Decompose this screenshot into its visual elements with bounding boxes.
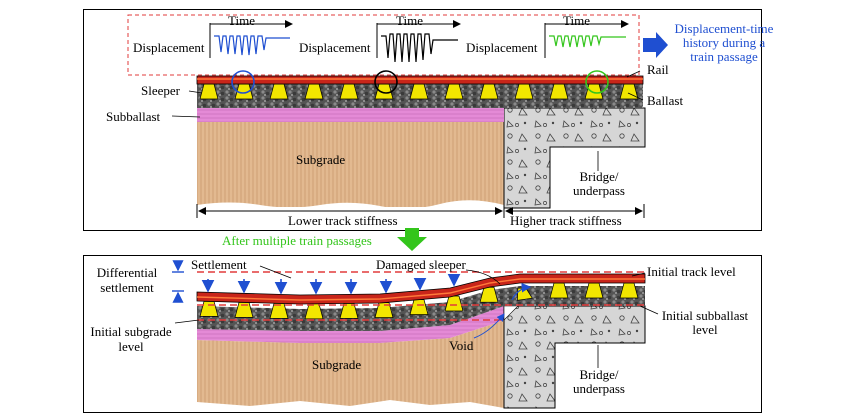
damaged-sleeper-arrow xyxy=(511,282,532,301)
void-label: Void xyxy=(449,338,474,353)
displacement-label-right: Displacement xyxy=(466,40,538,55)
higher-stiffness-label: Higher track stiffness xyxy=(510,213,622,228)
measurement-circle-black xyxy=(374,70,398,94)
sleeper xyxy=(409,299,429,316)
sleeper xyxy=(304,303,324,320)
sleeper xyxy=(199,301,219,317)
subballast-layer-top xyxy=(197,108,504,122)
time-label-right: Time xyxy=(563,13,590,28)
settlement-arrows xyxy=(201,273,461,295)
time-label-left: Time xyxy=(228,13,255,28)
subgrade-top xyxy=(197,122,504,207)
initial-track-level-label: Initial track level xyxy=(647,264,736,279)
differential-marks xyxy=(172,260,184,303)
displacement-label-left: Displacement xyxy=(133,40,205,55)
transition-label: After multiple train passages xyxy=(222,233,372,248)
rail-label: Rail xyxy=(647,62,669,77)
time-label-middle: Time xyxy=(396,13,423,28)
bridge-label-bottom-1: Bridge/ xyxy=(579,367,619,382)
subballast-label: Subballast xyxy=(106,109,161,124)
transition-arrow xyxy=(397,228,427,251)
history-caption-1: Displacement-time xyxy=(674,21,774,36)
track-level-leader xyxy=(631,272,646,277)
sleeper xyxy=(479,286,499,303)
subballast-layer-bottom xyxy=(197,306,504,343)
sleeper xyxy=(619,282,639,299)
settlement-leader xyxy=(259,265,292,279)
bridge-label-top-1: Bridge/ xyxy=(579,169,619,184)
initial-subballast-label-1: Initial subballast xyxy=(661,308,749,323)
settlement-label: Settlement xyxy=(191,257,247,272)
measurement-circle-blue xyxy=(231,70,255,94)
ballast-leader xyxy=(627,92,644,101)
differential-label-1: Differential xyxy=(96,265,158,280)
subgrade-label-top: Subgrade xyxy=(296,152,346,167)
initial-subballast-label-2: level xyxy=(692,322,718,337)
damaged-sleeper-label: Damaged sleeper xyxy=(376,257,466,272)
void-leader xyxy=(473,313,505,339)
differential-label-2: settlement xyxy=(100,280,154,295)
subgrade-bottom xyxy=(197,320,504,408)
stiffness-dimension xyxy=(196,204,645,218)
sleeper-leader xyxy=(188,90,203,94)
sleeper xyxy=(374,302,394,319)
ballast-label: Ballast xyxy=(647,93,684,108)
signal-blue xyxy=(214,35,290,56)
initial-subgrade-label-1: Initial subgrade xyxy=(90,324,172,339)
sleeper-label: Sleeper xyxy=(141,83,180,98)
rail-leader xyxy=(626,70,641,78)
damaged-sleeper-leader xyxy=(465,269,501,285)
caption-arrow xyxy=(643,32,668,58)
rail-top xyxy=(196,75,644,85)
history-caption-3: train passage xyxy=(690,49,758,64)
signal-black xyxy=(381,33,458,63)
initial-subgrade-label-2: level xyxy=(118,339,144,354)
time-axis-middle xyxy=(376,20,461,58)
bridge-label-top-2: underpass xyxy=(573,183,625,198)
displacement-label-middle: Displacement xyxy=(299,40,371,55)
subballast-level-leader xyxy=(639,305,659,315)
lower-stiffness-label: Lower track stiffness xyxy=(288,213,398,228)
time-axis-left xyxy=(209,20,293,58)
sleepers-bottom xyxy=(199,282,639,320)
subballast-leader xyxy=(171,115,201,118)
bridge-label-bottom-2: underpass xyxy=(573,381,625,396)
signal-green xyxy=(549,35,626,48)
measurement-circle-green xyxy=(585,70,609,94)
sleeper xyxy=(584,282,604,299)
time-axis-right xyxy=(544,20,629,58)
signal-box xyxy=(127,14,640,76)
history-caption-2: history during a xyxy=(682,35,766,50)
rail-bottom xyxy=(196,273,646,305)
sleeper xyxy=(549,282,569,299)
subgrade-label-bottom: Subgrade xyxy=(312,357,362,372)
sleeper xyxy=(444,295,464,312)
subgrade-level-leader xyxy=(174,319,200,324)
